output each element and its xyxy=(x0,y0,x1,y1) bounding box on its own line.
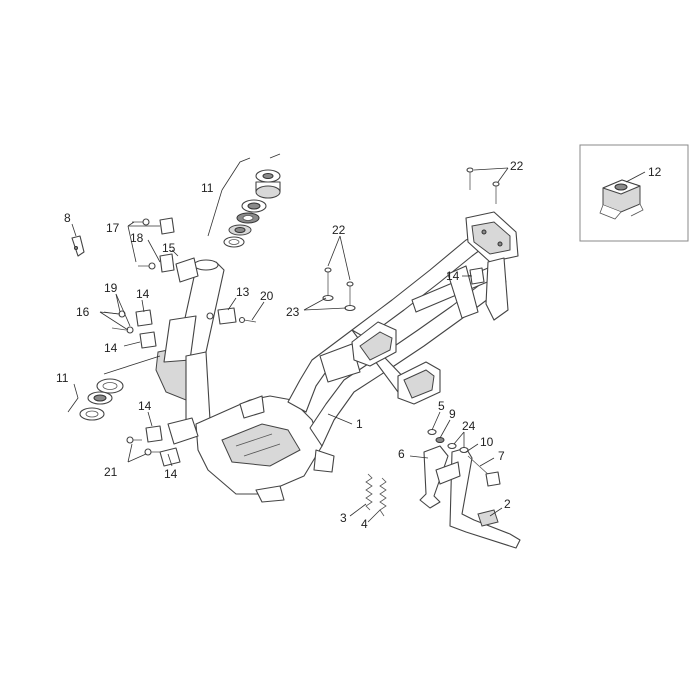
callout-6: 6 xyxy=(398,447,405,461)
callout-8: 8 xyxy=(64,211,71,225)
callout-1: 1 xyxy=(356,417,363,431)
callout-13: 13 xyxy=(236,285,250,299)
lower-steering-bearing-set xyxy=(79,378,124,421)
callout-4: 4 xyxy=(361,517,368,531)
callout-11-upper: 11 xyxy=(201,181,214,195)
callout-12: 12 xyxy=(648,165,662,179)
callout-14-upper-left: 14 xyxy=(136,287,150,301)
callout-18: 18 xyxy=(130,231,144,245)
callout-14-rear: 14 xyxy=(446,269,460,283)
callout-9: 9 xyxy=(449,407,456,421)
callout-19: 19 xyxy=(104,281,118,295)
callout-11-lower: 11 xyxy=(56,371,69,385)
callout-7: 7 xyxy=(498,449,505,463)
callout-16: 16 xyxy=(76,305,90,319)
callout-22-rear: 22 xyxy=(510,159,524,173)
callout-labels: 1 2 3 4 5 6 7 8 9 10 11 11 12 13 14 14 1… xyxy=(56,159,662,531)
callout-14-bottom: 14 xyxy=(164,467,178,481)
inset-panel xyxy=(579,144,689,242)
callout-2: 2 xyxy=(504,497,511,511)
callout-14-mid-left: 14 xyxy=(104,341,118,355)
callout-22-middle: 22 xyxy=(332,223,346,237)
callout-15: 15 xyxy=(162,241,176,255)
upper-steering-bearing-set xyxy=(223,169,281,248)
callout-10: 10 xyxy=(480,435,494,449)
callout-14-lower-left: 14 xyxy=(138,399,152,413)
callout-5: 5 xyxy=(438,399,445,413)
callout-20: 20 xyxy=(260,289,274,303)
centre-stand-assembly xyxy=(365,428,521,549)
callout-17: 17 xyxy=(106,221,120,235)
rubber-bumper-part xyxy=(599,179,644,220)
scooter-frame xyxy=(155,211,519,503)
leader-lines xyxy=(67,153,509,523)
callout-3: 3 xyxy=(340,511,347,525)
callout-21: 21 xyxy=(104,465,118,479)
callout-24: 24 xyxy=(462,419,476,433)
callout-23: 23 xyxy=(286,305,300,319)
